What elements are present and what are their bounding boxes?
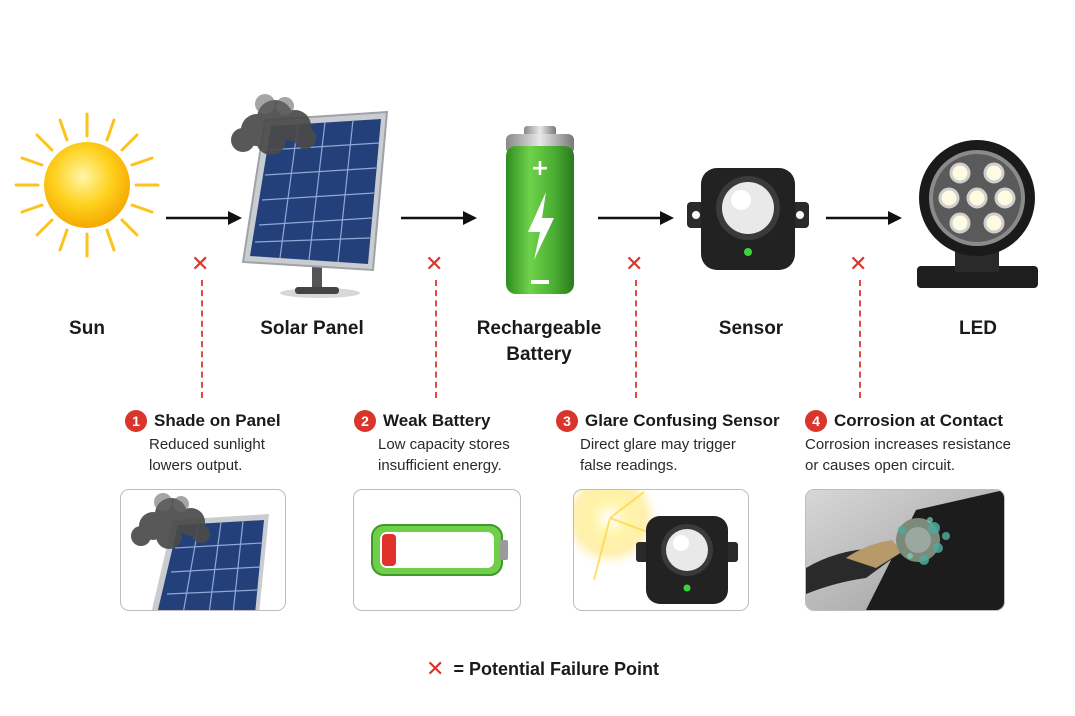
failure-3-title: Glare Confusing Sensor xyxy=(585,411,780,430)
failure-1-description: Reduced sunlight lowers output. xyxy=(149,434,281,476)
failure-2-description: Low capacity stores insufficient energy. xyxy=(378,434,510,476)
legend: ✕ = Potential Failure Point xyxy=(426,656,659,682)
failure-connector-4 xyxy=(859,280,861,398)
failure-3-desc-line1: Direct glare may trigger xyxy=(580,436,736,453)
failure-4-desc-line2: or causes open circuit. xyxy=(805,457,956,474)
failure-1-title-row: 1 Shade on Panel xyxy=(125,410,281,432)
failure-2-image-weak-battery xyxy=(353,489,521,611)
failure-3-number-badge: 3 xyxy=(556,410,578,432)
failure-2: 2 Weak Battery Low capacity stores insuf… xyxy=(354,410,510,476)
failure-mark-3: ✕ xyxy=(625,251,644,276)
failure-4-title: Corrosion at Contact xyxy=(834,411,1004,430)
failure-1-desc-line2: lowers output. xyxy=(149,457,243,474)
failure-2-desc-line1: Low capacity stores xyxy=(378,436,510,453)
failure-3: 3 Glare Confusing Sensor Direct glare ma… xyxy=(556,410,780,476)
failure-2-number-badge: 2 xyxy=(354,410,376,432)
failure-1-title: Shade on Panel xyxy=(154,411,281,430)
failure-2-desc-line2: insufficient energy. xyxy=(378,457,502,474)
solar-panel-icon xyxy=(215,90,395,300)
failure-4-desc-line1: Corrosion increases resistance xyxy=(805,436,1011,453)
failure-mark-4: ✕ xyxy=(849,251,868,276)
arrow-panel-to-battery xyxy=(401,211,477,225)
led-lamp-icon xyxy=(915,140,1040,295)
failure-3-image-glare-sensor xyxy=(573,489,749,611)
failure-4-number-badge: 4 xyxy=(805,410,827,432)
legend-text: = Potential Failure Point xyxy=(453,658,659,679)
failure-1-number-badge: 1 xyxy=(125,410,147,432)
arrow-sensor-to-led xyxy=(826,211,902,225)
failure-connector-1 xyxy=(201,280,203,398)
stage-label-led: LED xyxy=(959,318,997,339)
failure-3-desc-line2: false readings. xyxy=(580,457,678,474)
failure-2-title: Weak Battery xyxy=(383,411,491,430)
arrow-battery-to-sensor xyxy=(598,211,674,225)
failure-mark-2: ✕ xyxy=(425,251,444,276)
stage-label-solar-panel: Solar Panel xyxy=(260,318,364,339)
arrow-sun-to-panel xyxy=(166,211,242,225)
failure-connector-3 xyxy=(635,280,637,398)
failure-4: 4 Corrosion at Contact Corrosion increas… xyxy=(805,410,1011,476)
failure-connector-2 xyxy=(435,280,437,398)
stage-label-sensor: Sensor xyxy=(718,318,784,339)
failure-4-image-corroded-contact xyxy=(805,489,1005,611)
failure-3-title-row: 3 Glare Confusing Sensor xyxy=(556,410,780,432)
motion-sensor-icon xyxy=(683,158,813,278)
stage-label-battery-text: Rechargeable Battery xyxy=(476,318,602,365)
stage-label-battery: Rechargeable Battery xyxy=(462,316,616,368)
failure-2-title-row: 2 Weak Battery xyxy=(354,410,510,432)
failure-1-desc-line1: Reduced sunlight xyxy=(149,436,265,453)
legend-x-icon: ✕ xyxy=(426,656,445,681)
stage-label-sun: Sun xyxy=(69,318,105,339)
failure-4-description: Corrosion increases resistance or causes… xyxy=(805,434,1011,476)
battery-icon: + xyxy=(500,120,580,300)
failure-3-description: Direct glare may trigger false readings. xyxy=(580,434,780,476)
svg-text:+: + xyxy=(531,156,549,181)
failure-mark-1: ✕ xyxy=(191,251,210,276)
sun-icon xyxy=(12,110,162,260)
failure-4-title-row: 4 Corrosion at Contact xyxy=(805,410,1011,432)
failure-1: 1 Shade on Panel Reduced sunlight lowers… xyxy=(125,410,281,476)
failure-1-image-shaded-panel xyxy=(120,489,286,611)
